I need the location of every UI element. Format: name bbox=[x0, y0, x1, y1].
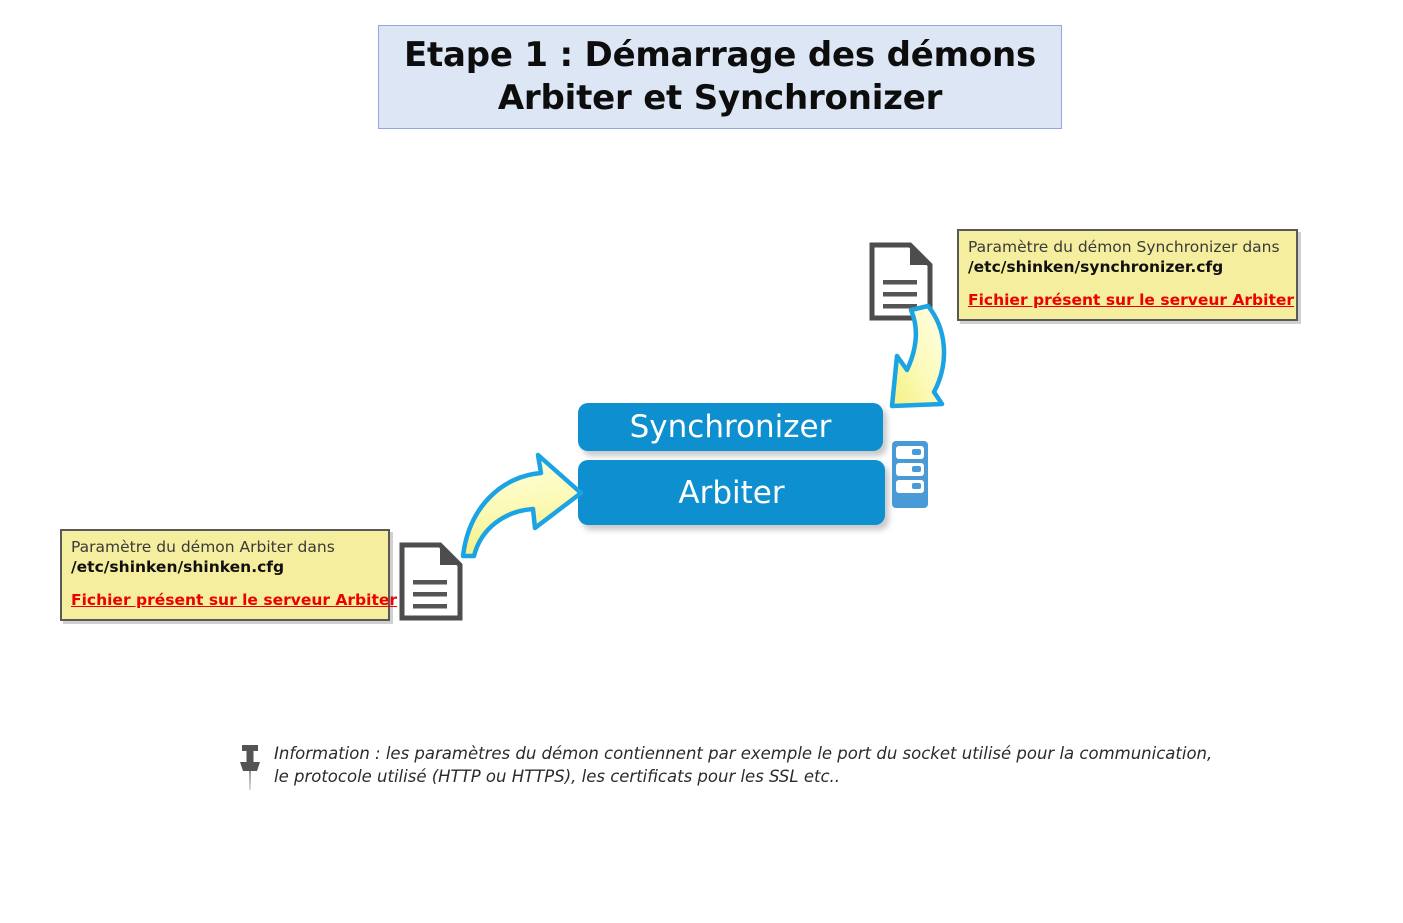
callout-arbiter-line1: Paramètre du démon Arbiter dans bbox=[71, 538, 335, 556]
footer-information: Information : les paramètres du démon co… bbox=[238, 742, 1218, 795]
callout-synchronizer-alert: Fichier présent sur le serveur Arbiter bbox=[968, 291, 1295, 309]
page-title-text: Etape 1 : Démarrage des démons Arbiter e… bbox=[403, 35, 1037, 118]
callout-arbiter-alert: Fichier présent sur le serveur Arbiter bbox=[71, 591, 398, 609]
daemon-label-synchronizer: Synchronizer bbox=[629, 409, 832, 445]
daemon-box-arbiter[interactable]: Arbiter bbox=[578, 460, 885, 525]
pushpin-icon bbox=[238, 744, 262, 795]
server-rack-icon bbox=[891, 440, 929, 513]
curved-arrow-icon bbox=[878, 300, 958, 416]
document-icon bbox=[399, 542, 463, 625]
callout-synchronizer-line1: Paramètre du démon Synchronizer dans bbox=[968, 238, 1280, 256]
daemon-box-synchronizer[interactable]: Synchronizer bbox=[578, 403, 883, 451]
daemon-label-arbiter: Arbiter bbox=[678, 474, 785, 511]
document-icon bbox=[869, 242, 933, 325]
callout-synchronizer: Paramètre du démon Synchronizer dans /et… bbox=[957, 229, 1298, 321]
callout-arbiter-path: /etc/shinken/shinken.cfg bbox=[71, 558, 285, 576]
callout-arbiter: Paramètre du démon Arbiter dans /etc/shi… bbox=[60, 529, 398, 621]
callout-synchronizer-path: /etc/shinken/synchronizer.cfg bbox=[968, 258, 1224, 276]
curved-arrow-icon bbox=[455, 448, 590, 567]
page-title: Etape 1 : Démarrage des démons Arbiter e… bbox=[378, 25, 1062, 129]
footer-information-text: Information : les paramètres du démon co… bbox=[274, 744, 1213, 786]
